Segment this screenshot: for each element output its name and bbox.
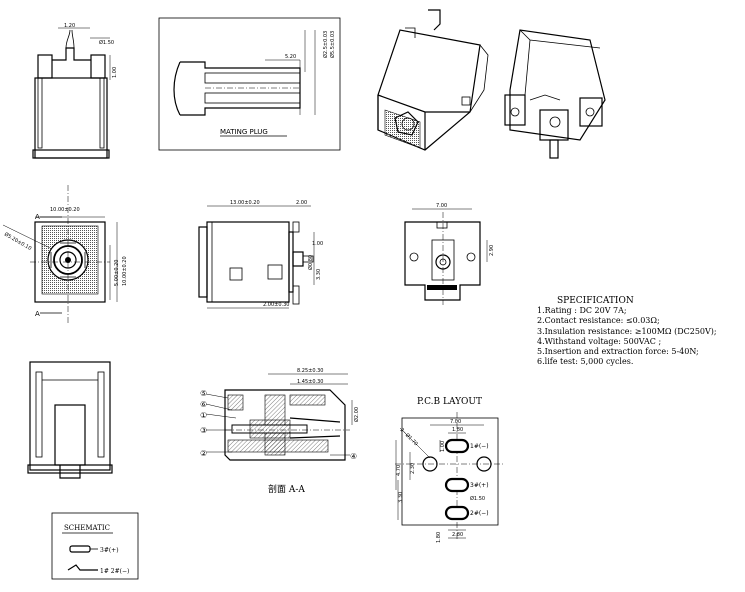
dim-inner-5: 5.00±0.20 bbox=[114, 260, 120, 286]
pad-label-1: 1#(−) bbox=[470, 443, 489, 450]
dim-dia-5-5: Ø5.5±0.03 bbox=[329, 31, 336, 58]
mating-plug-view: 5.20 Ø2.5±0.03 Ø5.5±0.03 bbox=[158, 17, 341, 151]
schematic-box bbox=[51, 512, 139, 580]
dim-1-00: 1.00 bbox=[312, 241, 323, 247]
dim-height-10: 10.00±0.20 bbox=[122, 256, 128, 286]
pcb-dim-7-00: 7.00 bbox=[450, 419, 461, 425]
isometric-view-2 bbox=[504, 29, 606, 159]
dim-width-10: 10.00±0.20 bbox=[50, 207, 80, 213]
pcb-layout-title: P.C.B LAYOUT bbox=[417, 397, 482, 407]
dim-13: 13.00±0.20 bbox=[230, 200, 260, 206]
schematic-title: SCHEMATIC bbox=[64, 524, 110, 532]
pcb-dim-1-00: 1.00 bbox=[440, 441, 446, 452]
dim-2-90: 2.90 bbox=[489, 245, 495, 256]
section-caption: 剖面 A-A bbox=[268, 483, 305, 495]
dim-8-25: 8.25±0.30 bbox=[297, 368, 323, 374]
schematic-line-2: 1# 2#(−) bbox=[100, 568, 129, 575]
top-left-elevation-view: 1.20 Ø1.50 1.00 bbox=[32, 23, 118, 159]
schematic-line-1: 3#(+) bbox=[100, 547, 119, 554]
spec-item-1: 1.Rating : DC 20V 7A; bbox=[537, 306, 627, 316]
dim-1-00: 1.00 bbox=[112, 67, 118, 78]
callout-2: ② bbox=[200, 449, 207, 458]
spec-item-2: 2.Contact resistance: ≤0.03Ω; bbox=[537, 316, 660, 326]
pad-label-2: 2#(−) bbox=[470, 510, 489, 517]
dim-dia-5-2: Ø5.20±0.10 bbox=[3, 231, 33, 252]
dim-1-20: 1.20 bbox=[64, 23, 75, 29]
callout-6: ⑥ bbox=[200, 400, 207, 409]
dim-5-20: 5.20 bbox=[285, 54, 296, 60]
side-view bbox=[198, 205, 315, 309]
pcb-dim-2-80: 2.80 bbox=[452, 532, 463, 538]
pcb-dim-3-30: 3.30 bbox=[398, 492, 404, 503]
pcb-dim-dia-1-50: Ø1.50 bbox=[470, 495, 485, 502]
bottom-left-view bbox=[27, 361, 113, 479]
dim-7-00: 7.00 bbox=[436, 203, 447, 209]
specification-block: SPECIFICATION 1.Rating : DC 20V 7A; 2.Co… bbox=[537, 296, 717, 367]
specification-title: SPECIFICATION bbox=[557, 296, 634, 306]
front-view bbox=[2, 185, 118, 325]
dim-dia-1-50: Ø1.50 bbox=[99, 39, 114, 46]
dim-dia-0-8: Ø0.80 bbox=[307, 255, 314, 270]
spec-item-4: 4.Withstand voltage: 500VAC ; bbox=[537, 336, 662, 346]
pcb-dim-4-70: 4.70 bbox=[396, 465, 402, 476]
pad-label-3: 3#(+) bbox=[470, 482, 489, 489]
dim-dia-2-00: Ø2.00 bbox=[353, 407, 360, 422]
callout-4: ④ bbox=[350, 452, 357, 461]
dim-dia-2-5: Ø2.5±0.03 bbox=[322, 31, 329, 58]
pcb-dim-1-80-bottom: 1.80 bbox=[436, 532, 442, 543]
isometric-view-1 bbox=[377, 9, 489, 151]
pcb-dim-1-80: 1.80 bbox=[452, 427, 463, 433]
dim-2-00-top: 2.00 bbox=[296, 200, 307, 206]
spec-item-6: 6.life test: 5,000 cycles. bbox=[537, 357, 634, 367]
mating-plug-label: MATING PLUG bbox=[220, 128, 268, 136]
callout-5: ⑤ bbox=[200, 389, 207, 398]
end-view bbox=[404, 208, 488, 305]
pcb-dim-2-30: 2.30 bbox=[410, 463, 416, 474]
dim-2-00-bottom: 2.00±0.30 bbox=[263, 302, 289, 308]
dim-3-30: 3.30 bbox=[316, 269, 322, 280]
callout-1: ① bbox=[200, 411, 207, 420]
dim-1-45: 1.45±0.30 bbox=[297, 379, 323, 385]
spec-item-5: 5.Insertion and extraction force: 5-40N; bbox=[537, 347, 699, 357]
pcb-layout bbox=[395, 412, 505, 540]
callout-3: ③ bbox=[200, 426, 207, 435]
spec-item-3: 3.Insulation resistance: ≥100MΩ (DC250V)… bbox=[537, 326, 717, 336]
section-marker-bottom: A bbox=[35, 310, 40, 318]
section-a-a-view bbox=[205, 373, 353, 461]
section-marker-top: A bbox=[35, 213, 40, 221]
